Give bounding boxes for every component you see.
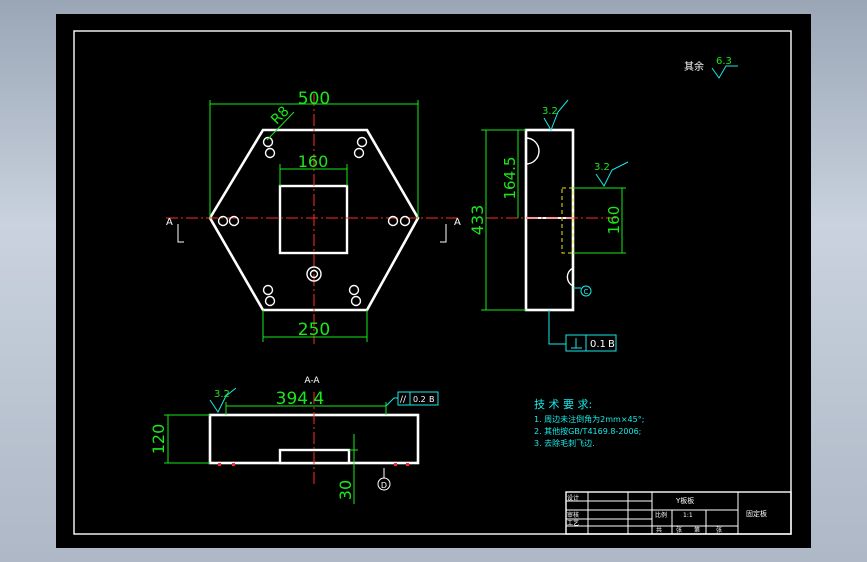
dim-164-text: 164.5: [501, 157, 519, 200]
roughness-other-symbol: [711, 65, 738, 79]
title-block: [565, 491, 792, 535]
hole-bottom-left-1: [262, 284, 274, 296]
cut-marker-left: A: [166, 217, 173, 228]
section-mark-3: [394, 463, 397, 466]
flatness-leader: [548, 310, 566, 345]
tech-requirements: 技 术 要 求: 1. 周边未注倒角为2mm×45°; 2. 其他按GB/T41…: [534, 398, 644, 448]
dim-r8-text: R8: [268, 103, 292, 127]
side-hidden-slot: [561, 187, 574, 254]
hole-bottom-right-2: [350, 295, 362, 307]
parallel-value: 0.2: [413, 395, 426, 404]
roughness-section-value: 3.2: [214, 389, 230, 400]
drawing-sheet: 其余 6.3 A A: [56, 14, 811, 548]
tb-row-label-2: 审核: [567, 511, 579, 519]
tb-bottom-4: 张: [716, 526, 722, 534]
front-view: A A 500 R8 160 250: [166, 89, 461, 344]
roughness-side-top-value: 3.2: [542, 106, 558, 117]
dim-160-text: 160: [298, 152, 329, 171]
cut-marker-right: A: [454, 217, 461, 228]
hole-top-right-2: [353, 147, 365, 159]
flatness-datum: B: [608, 339, 615, 350]
tech-item-1: 1. 周边未注倒角为2mm×45°;: [534, 414, 644, 424]
hole-top-right-1: [356, 136, 368, 148]
side-bottom-notch: [566, 267, 574, 287]
flatness-frame: [565, 334, 617, 352]
hole-top-left-1: [262, 136, 274, 148]
dim-250-text: 250: [298, 320, 330, 340]
dim-394-text: 394.4: [276, 389, 325, 409]
tb-material: 固定板: [746, 509, 767, 518]
tb-scale-value: 1:1: [683, 512, 693, 519]
roughness-side-top-symbol: [543, 99, 569, 132]
section-mark-4: [406, 463, 409, 466]
tech-title: 技 术 要 求:: [534, 398, 592, 411]
tb-bottom-1: 共: [656, 526, 662, 534]
section-label: A-A: [304, 376, 320, 386]
datum-c-text: C: [584, 288, 589, 296]
dim-160s-text: 160: [605, 206, 623, 235]
side-outline: [524, 128, 575, 312]
tech-item-3: 3. 去除毛刺飞边.: [534, 438, 595, 448]
roughness-other-value: 6.3: [716, 56, 732, 67]
hole-left-2: [228, 215, 240, 227]
section-mark-1: [218, 463, 221, 466]
side-view: 433 164.5 160 3.2 3.2 C 0.1 B: [468, 99, 629, 352]
hole-top-left-2: [264, 147, 276, 159]
title-block-frame: [565, 491, 792, 535]
section-view: A-A 394.4 120 30 3.2 //: [149, 376, 439, 504]
parallel-leader: [385, 397, 398, 407]
parallel-symbol: //: [400, 395, 407, 405]
parallel-frame: [397, 391, 439, 406]
datum-d-text: D: [381, 481, 387, 490]
hole-bottom-right-1: [348, 284, 360, 296]
side-top-notch: [525, 137, 540, 165]
section-mark-2: [232, 463, 235, 466]
cut-arrow-right: [440, 224, 447, 243]
hole-left-1: [217, 215, 229, 227]
hole-right-2: [399, 215, 411, 227]
parallel-datum: B: [429, 395, 435, 404]
dim-120-text: 120: [149, 424, 168, 455]
roughness-side-face-value: 3.2: [594, 162, 610, 173]
tb-scale-label: 比例: [655, 511, 667, 519]
dim-30-text: 30: [336, 480, 355, 500]
hole-center-inner: [309, 269, 319, 279]
hole-bottom-left-2: [264, 295, 276, 307]
datum-c-circle: [580, 285, 592, 297]
cad-drawing: 其余 6.3 A A: [73, 30, 792, 535]
cut-arrow-left: [177, 224, 184, 243]
roughness-section-symbol: [209, 387, 237, 413]
hole-right-1: [387, 215, 399, 227]
flatness-value: 0.1: [590, 339, 606, 350]
tb-bottom-3: 第: [694, 526, 700, 534]
hole-center-outer: [306, 266, 322, 282]
datum-d-circle: [377, 477, 391, 491]
roughness-other-label: 其余: [684, 60, 704, 73]
dim-500-text: 500: [298, 89, 330, 109]
tb-bottom-2: 张: [676, 526, 682, 534]
dim-r8-leader: [266, 111, 295, 141]
dim-433-text: 433: [468, 205, 487, 236]
tb-part-name: Y板板: [675, 496, 694, 505]
tb-row-label-1: 设计: [567, 494, 579, 502]
tb-row-label-3: 工艺: [567, 519, 579, 527]
tech-item-2: 2. 其他按GB/T4169.8-2006;: [534, 426, 641, 436]
roughness-side-face-symbol: [595, 161, 629, 187]
drawing-frame: [73, 30, 792, 535]
